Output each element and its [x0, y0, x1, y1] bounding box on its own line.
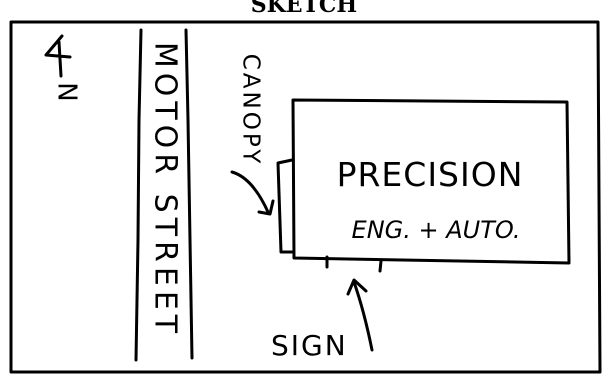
sign-arrow-icon	[346, 278, 374, 352]
street-label: MOTOR STREET	[148, 42, 183, 338]
motor-street-road	[134, 28, 194, 362]
sketch-frame	[9, 20, 602, 374]
canopy-arrow-icon	[230, 170, 275, 216]
north-label: N	[52, 82, 82, 101]
building-outline	[291, 98, 571, 265]
building-name-line1: PRECISION	[337, 155, 524, 194]
canopy-outline	[276, 158, 295, 254]
sign-posts	[325, 255, 383, 273]
north-arrow-icon	[44, 34, 72, 78]
sign-label: SIGN	[271, 329, 348, 362]
canopy-label: CANOPY	[238, 54, 264, 167]
building-name-line2: ENG. + AUTO.	[352, 216, 521, 244]
sketch-title: SKETCH	[251, 0, 357, 18]
